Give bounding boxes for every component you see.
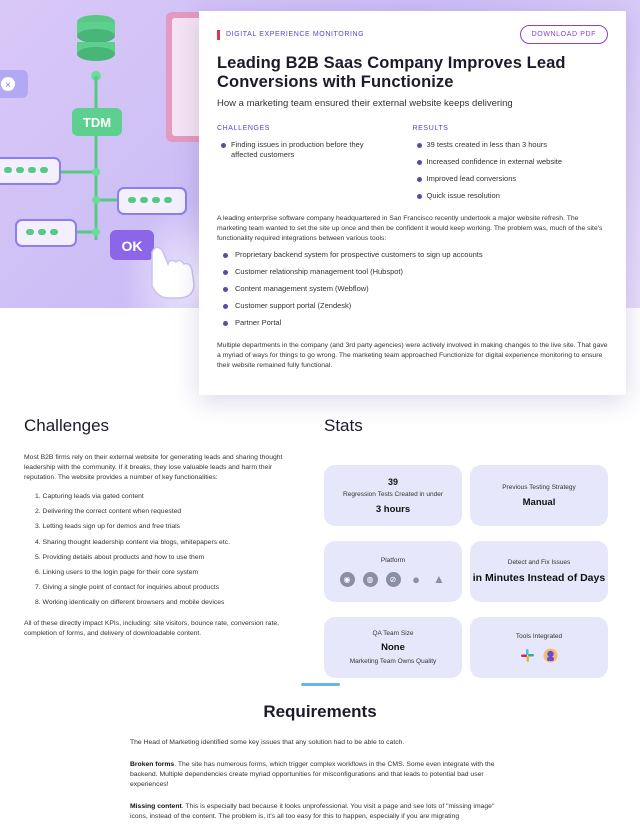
result-item: Improved lead conversions [413,174,609,184]
result-item: Increased confidence in external website [413,157,609,167]
close-icon: × [5,80,11,91]
result-item: Quick issue resolution [413,191,609,201]
page-title: Leading B2B Saas Company Improves Lead C… [217,54,566,91]
requirement-broken-forms-heading: Broken forms [130,761,175,768]
requirements-section: The Head of Marketing identified some ke… [130,738,510,824]
stat-card-tools: Tools Integrated [470,617,608,678]
case-study-card: DIGITAL EXPERIENCE MONITORING DOWNLOAD P… [199,11,626,395]
result-item: 39 tests created in less than 3 hours [413,140,609,150]
functionality-item: 7. Giving a single point of contact for … [35,584,220,592]
departments-paragraph: Multiple departments in the company (and… [217,342,608,369]
challenges-heading: CHALLENGES [217,125,271,132]
stat-card-tests: 39 Regression Tests Created in under 3 h… [324,465,462,526]
stat-detect-value: in Minutes Instead of Days [472,572,606,584]
stat-tests-label: Regression Tests Created in under [343,490,443,498]
android-icon: ▲ [433,572,445,586]
download-pdf-button[interactable]: DOWNLOAD PDF [519,25,608,44]
stat-card-qa: QA Team Size None Marketing Team Owns Qu… [324,617,462,678]
stat-strategy-label: Previous Testing Strategy [502,483,576,491]
challenge-item: Finding issues in production before they… [217,140,387,160]
challenges-results: CHALLENGES Finding issues in production … [217,125,608,208]
challenges-title: Challenges [24,416,110,435]
requirement-broken-forms: Broken forms. The site has numerous form… [130,760,510,790]
stat-qa-label: QA Team Size [372,630,414,637]
firefox-icon: ◍ [362,571,378,587]
chrome-icon: ◉ [339,571,355,587]
input-box-2 [117,187,187,215]
stats-section: Stats 39 Regression Tests Created in und… [324,416,614,678]
functionality-item: 2. Delivering the correct content when r… [35,508,182,516]
stat-strategy-value: Manual [522,496,556,508]
tdm-network-illustration: TDM × OK [0,12,206,299]
ok-label: OK [122,238,143,254]
tdm-label: TDM [83,115,111,130]
apple-icon: ● [412,571,420,587]
stat-tests-value: 3 hours [375,503,411,515]
platform-icons: ◉ ◍ ⊘ ● ▲ [339,571,447,587]
stat-qa-sub: Marketing Team Owns Quality [349,658,437,665]
stat-platform-label: Platform [380,556,406,564]
functionality-item: 6. Linking users to the login page for t… [35,568,199,576]
results-heading: RESULTS [412,125,449,132]
requirement-missing-content-text: . This is especially bad because it look… [130,803,495,820]
stat-card-platform: Platform ◉ ◍ ⊘ ● ▲ [324,541,462,602]
section-divider [301,683,340,686]
integration-item: Customer support portal (Zendesk) [217,301,608,318]
slack-icon [521,648,534,662]
functionality-item: 5. Providing details about products and … [35,553,205,561]
tdm-box [72,108,122,136]
intro-paragraph: A leading enterprise software company he… [217,215,603,242]
eyebrow-bar [217,29,220,40]
results-column: RESULTS 39 tests created in less than 3 … [413,125,609,208]
requirements-intro: The Head of Marketing identified some ke… [130,739,405,746]
challenges-intro: Most B2B firms rely on their external we… [24,454,283,481]
requirement-missing-content: Missing content. This is especially bad … [130,802,510,822]
requirements-title: Requirements [263,702,377,721]
zendesk-icon [543,648,558,662]
eyebrow-label: DIGITAL EXPERIENCE MONITORING [226,31,365,38]
integrations-list: Proprietary backend system for prospecti… [217,250,608,335]
stat-qa-value: None [381,642,405,653]
functionality-item: 1. Capturing leads via gated content [35,493,144,500]
stats-title: Stats [324,416,363,435]
stat-tools-label: Tools Integrated [515,632,563,640]
functionality-item: 4. Sharing thought leadership content vi… [35,538,230,546]
input-box-3 [15,219,77,247]
challenges-column: CHALLENGES Finding issues in production … [217,125,413,208]
integration-item: Partner Portal [217,318,608,335]
stat-card-strategy: Previous Testing Strategy Manual [470,465,608,526]
page-subtitle: How a marketing team ensured their exter… [217,98,513,109]
integration-item: Customer relationship management tool (H… [217,267,608,284]
stat-tests-number: 39 [387,476,398,487]
stat-detect-label: Detect and Fix Issues [507,559,571,566]
functionalities-list: 1. Capturing leads via gated content 2. … [24,493,292,615]
functionality-item: 3. Letting leads sign up for demos and f… [35,523,181,531]
safari-icon: ⊘ [385,571,401,587]
tools-icons [520,648,558,663]
eyebrow: DIGITAL EXPERIENCE MONITORING [217,29,365,40]
integration-item: Content management system (Webflow) [217,284,608,301]
requirement-broken-forms-text: . The site has numerous forms, which tri… [130,761,495,788]
requirement-missing-content-heading: Missing content [130,803,182,810]
integration-item: Proprietary backend system for prospecti… [217,250,608,267]
ok-button-art [110,230,154,260]
functionality-item: 8. Working identically on different brow… [35,599,225,607]
stat-card-detect: Detect and Fix Issues in Minutes Instead… [470,541,608,602]
challenges-section: Challenges Most B2B firms rely on their … [24,416,292,639]
challenges-outro: All of these directly impact KPIs, inclu… [24,619,279,637]
hand-cursor-icon [151,246,195,299]
